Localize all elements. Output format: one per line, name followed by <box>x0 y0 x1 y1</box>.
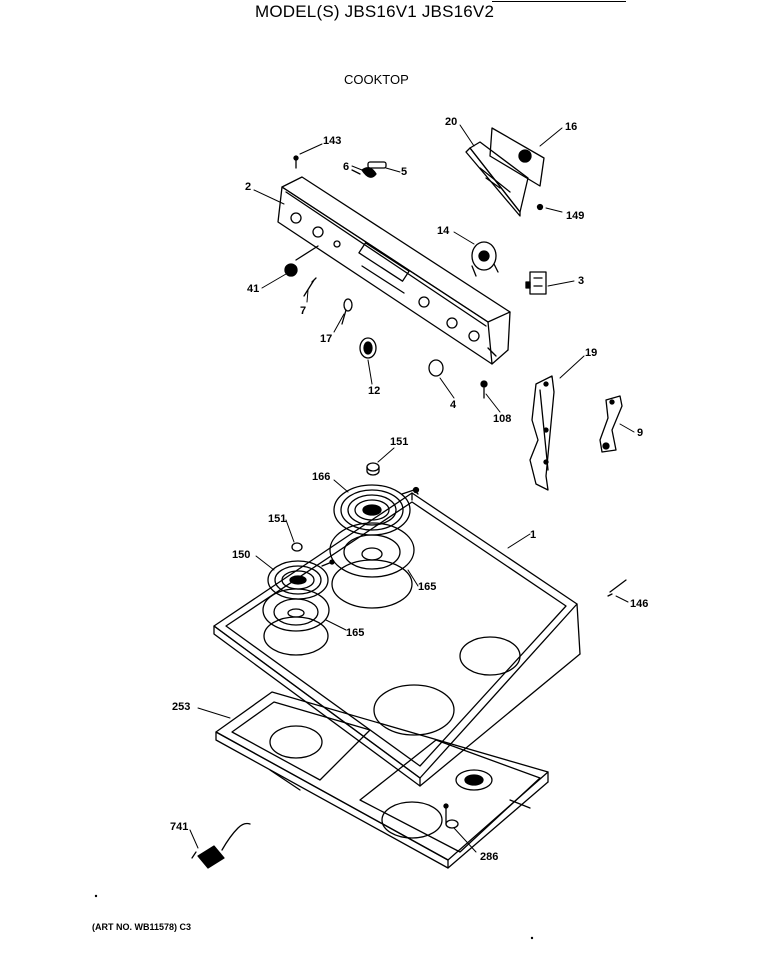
clip-6-5 <box>351 161 387 178</box>
bracket-19 <box>529 375 555 491</box>
callout-12: 12 <box>368 385 380 397</box>
callout-20: 20 <box>445 116 457 128</box>
screw-149 <box>536 203 544 211</box>
switch-14 <box>471 241 499 277</box>
part-108 <box>480 380 488 399</box>
knob-4 <box>428 359 444 377</box>
callout-166: 166 <box>312 471 330 483</box>
callout-41: 41 <box>247 283 259 295</box>
callout-2: 2 <box>245 181 251 193</box>
part-151-left <box>291 542 303 552</box>
bracket-9 <box>599 395 623 453</box>
section-title: COOKTOP <box>344 72 409 87</box>
control-panel <box>277 176 511 365</box>
part-41 <box>284 245 319 277</box>
title-rule <box>492 1 626 2</box>
callout-9: 9 <box>637 427 643 439</box>
screw-286 <box>443 803 459 829</box>
callout-1: 1 <box>530 529 536 541</box>
callout-149: 149 <box>566 210 584 222</box>
surface-element-150 <box>267 559 335 600</box>
callout-17: 17 <box>320 333 332 345</box>
drip-pan-165-small <box>262 588 330 632</box>
clock-timer <box>465 127 545 217</box>
callout-253: 253 <box>172 701 190 713</box>
cord-741 <box>191 822 251 869</box>
print-speck <box>94 894 98 898</box>
part-17 <box>341 298 353 325</box>
callout-143: 143 <box>323 135 341 147</box>
part-146 <box>607 579 627 597</box>
callout-165-left: 165 <box>346 627 364 639</box>
cooktop-main-top <box>213 492 581 787</box>
callout-16: 16 <box>565 121 577 133</box>
callout-741: 741 <box>170 821 188 833</box>
bottom-pan-253 <box>215 691 549 869</box>
drip-pan-165-large <box>329 522 415 578</box>
callout-151-left: 151 <box>268 513 286 525</box>
callout-6: 6 <box>343 161 349 173</box>
model-title: MODEL(S) JBS16V1 JBS16V2 <box>255 2 495 21</box>
callout-150: 150 <box>232 549 250 561</box>
leader-lines <box>189 124 635 853</box>
callout-14: 14 <box>437 225 450 237</box>
art-number: (ART NO. WB11578) C3 <box>92 922 192 932</box>
knob-12 <box>359 337 377 359</box>
callout-286: 286 <box>480 851 498 863</box>
callout-3: 3 <box>578 275 584 287</box>
part-3 <box>525 271 547 295</box>
callout-108: 108 <box>493 413 511 425</box>
surface-element-166 <box>333 484 420 536</box>
callout-5: 5 <box>401 166 407 178</box>
callout-165-right: 165 <box>418 581 436 593</box>
callout-7: 7 <box>300 305 306 317</box>
part-151-top <box>366 462 380 476</box>
screw-143 <box>293 155 299 169</box>
part-7 <box>303 277 317 297</box>
callout-146: 146 <box>630 598 648 610</box>
callout-4: 4 <box>450 399 457 411</box>
print-speck <box>530 936 534 940</box>
callout-151-top: 151 <box>390 436 408 448</box>
callout-19: 19 <box>585 347 597 359</box>
